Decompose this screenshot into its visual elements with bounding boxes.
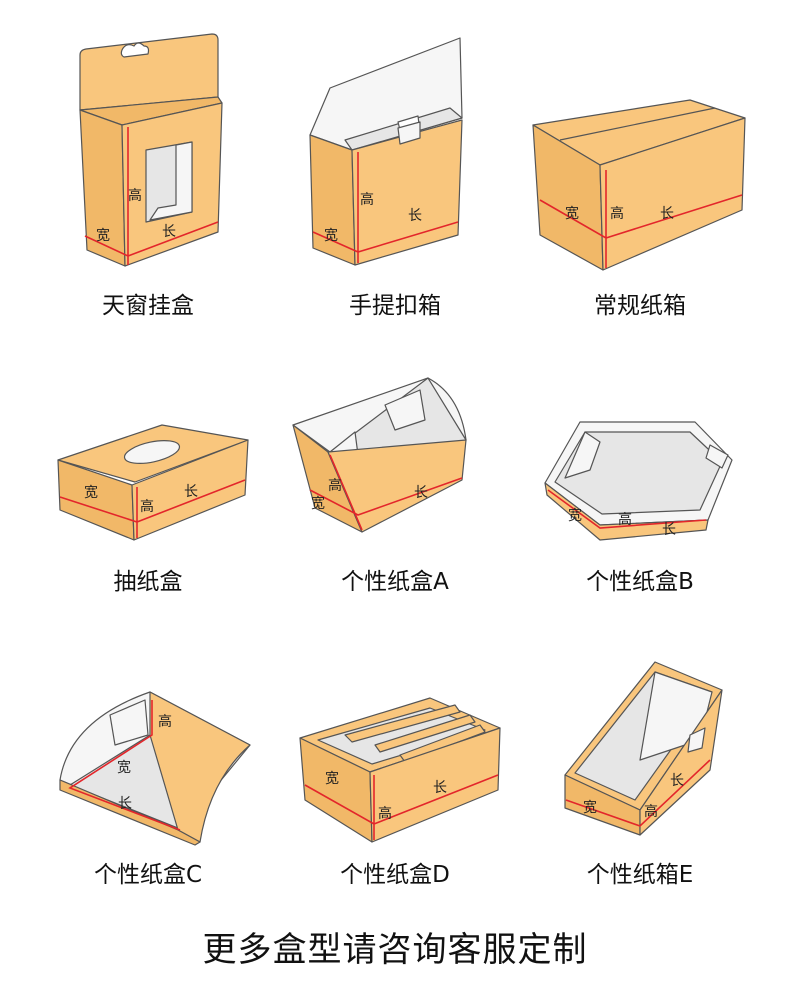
svg-text:长: 长 — [670, 773, 684, 789]
custom-box-d-illustration: 宽 高 长 — [299, 697, 501, 843]
svg-text:高: 高 — [140, 498, 154, 515]
box-caption: 天窗挂盒 — [102, 293, 194, 319]
footer-note: 更多盒型请咨询客服定制 — [202, 930, 588, 970]
svg-text:宽: 宽 — [84, 484, 98, 501]
box-caption: 个性纸盒D — [340, 862, 450, 888]
custom-carton-e-illustration: 宽 高 长 — [564, 661, 723, 836]
svg-text:长: 长 — [662, 522, 676, 538]
box-caption: 个性纸盒C — [93, 862, 203, 888]
custom-box-a-illustration: 高 宽 长 — [292, 377, 467, 533]
box-caption: 抽纸盒 — [113, 569, 183, 595]
svg-text:高: 高 — [618, 511, 632, 528]
box-caption: 个性纸箱E — [586, 862, 694, 888]
svg-text:长: 长 — [184, 484, 198, 500]
custom-box-c-illustration: 高 宽 长 — [59, 691, 251, 846]
svg-text:高: 高 — [378, 805, 392, 822]
svg-text:长: 长 — [660, 206, 674, 222]
svg-text:高: 高 — [610, 205, 624, 222]
svg-text:宽: 宽 — [325, 770, 339, 787]
svg-text:长: 长 — [162, 224, 176, 240]
svg-text:高: 高 — [644, 803, 658, 820]
svg-text:宽: 宽 — [568, 507, 582, 524]
svg-text:宽: 宽 — [324, 227, 338, 244]
svg-text:高: 高 — [328, 477, 342, 494]
custom-box-b-illustration: 宽 高 长 — [544, 421, 733, 541]
svg-text:宽: 宽 — [583, 799, 597, 816]
regular-carton-illustration: 宽 高 长 — [532, 99, 746, 271]
hanging-window-box-illustration: 高 宽 长 — [79, 33, 223, 267]
svg-text:高: 高 — [158, 713, 172, 730]
svg-text:宽: 宽 — [311, 495, 325, 512]
svg-text:高: 高 — [360, 191, 374, 208]
svg-text:长: 长 — [414, 485, 428, 501]
box-caption: 手提扣箱 — [349, 293, 441, 319]
svg-text:长: 长 — [408, 208, 422, 224]
tissue-box-illustration: 宽 高 长 — [57, 424, 249, 541]
svg-text:宽: 宽 — [96, 227, 110, 244]
svg-text:高: 高 — [128, 187, 142, 204]
svg-text:长: 长 — [433, 780, 447, 796]
svg-text:长: 长 — [118, 796, 132, 812]
box-caption: 常规纸箱 — [594, 293, 686, 319]
svg-text:宽: 宽 — [117, 759, 131, 776]
box-caption: 个性纸盒A — [341, 569, 449, 595]
svg-text:宽: 宽 — [565, 205, 579, 222]
box-caption: 个性纸盒B — [586, 569, 694, 595]
handle-box-illustration: 高 宽 长 — [309, 37, 463, 266]
